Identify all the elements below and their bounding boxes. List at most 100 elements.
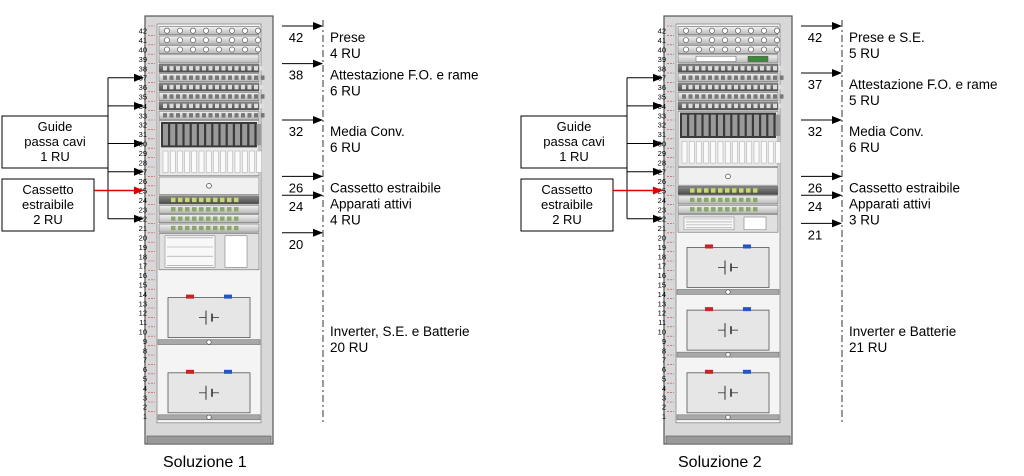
rack-unit-number: 32 — [658, 121, 666, 130]
patch-port-icon — [163, 84, 167, 90]
patch-port-icon — [760, 84, 764, 90]
switch-port-icon — [690, 207, 695, 212]
guide-box-text: passa cavi — [24, 134, 86, 149]
switch-port-icon — [213, 225, 218, 231]
patch-port-icon — [176, 75, 180, 80]
switch-port-icon — [739, 197, 744, 203]
switch-port-icon — [725, 207, 730, 212]
section-label: Inverter e Batterie — [849, 324, 956, 339]
outlet-socket-icon — [190, 27, 196, 34]
switch-port-icon — [753, 197, 758, 203]
outlet-socket-icon — [774, 27, 780, 34]
rack-unit-number: 21 — [139, 224, 147, 233]
outlet-socket-icon — [242, 37, 248, 43]
patch-port-icon — [241, 66, 245, 71]
section-label: 21 RU — [849, 340, 887, 355]
patch-port-icon — [215, 103, 219, 109]
patch-port-icon — [215, 113, 219, 118]
shelf-pin-icon — [725, 414, 731, 420]
patch-port-icon — [234, 84, 239, 90]
shelf-pin-icon — [725, 352, 731, 358]
battery-terminal-positive — [705, 244, 713, 249]
rack-unit-number: 6 — [143, 365, 147, 374]
rack-unit-number: 17 — [658, 262, 666, 271]
rack-unit-number: 15 — [658, 281, 666, 290]
switch-port-icon — [697, 188, 702, 193]
patch-port-icon — [721, 75, 725, 80]
battery-terminal-negative — [743, 307, 751, 312]
patch-port-icon — [195, 75, 200, 80]
rack-unit-number: 14 — [139, 290, 147, 299]
rack-unit-number: 8 — [143, 346, 147, 355]
outlet-socket-icon — [203, 37, 209, 43]
switch-port-icon — [192, 207, 197, 212]
boundary-unit-number: 32 — [289, 124, 303, 139]
media-converter-slot — [703, 141, 709, 164]
outlet-socket-icon — [164, 27, 170, 34]
switch-port-icon — [185, 207, 190, 212]
cassetto-estraibile-box — [1, 178, 95, 232]
outlet-socket-icon — [229, 46, 235, 53]
rack-unit-number: 33 — [139, 111, 147, 120]
guide-box-text: 1 RU — [40, 149, 70, 164]
patch-port-icon — [747, 94, 751, 99]
media-converter-card — [754, 114, 759, 136]
media-converter-slot — [227, 150, 234, 173]
outlet-socket-icon — [722, 27, 728, 34]
patch-port-icon — [228, 94, 232, 99]
media-converter-card — [739, 114, 745, 136]
media-converter-card — [199, 124, 204, 146]
switch-port-icon — [725, 197, 730, 203]
switch-port-icon — [220, 216, 225, 221]
rack-unit-number: 3 — [662, 393, 666, 402]
patch-port-icon — [163, 75, 167, 80]
media-converter-card — [710, 114, 716, 136]
patch-port-icon — [714, 103, 719, 109]
outlet-socket-icon — [696, 27, 702, 34]
switch-port-icon — [711, 197, 716, 203]
section-label: 3 RU — [849, 212, 880, 227]
patch-port-icon — [202, 75, 206, 80]
outlet-socket-icon — [761, 37, 767, 43]
switch-port-icon — [171, 197, 176, 203]
switch-port-icon — [213, 216, 218, 221]
outlet-socket-icon — [774, 46, 780, 53]
patch-port-icon — [260, 94, 265, 99]
patch-port-icon — [195, 113, 200, 118]
media-converter-slot — [761, 141, 767, 164]
rack-unit-number: 13 — [658, 299, 666, 308]
section-label: Prese e S.E. — [849, 30, 925, 45]
patch-port-icon — [221, 84, 226, 90]
patch-port-icon — [163, 113, 167, 118]
patch-port-icon — [189, 84, 193, 90]
rack-unit-number: 9 — [662, 337, 666, 346]
outlet-socket-icon — [216, 37, 222, 43]
outlet-socket-icon — [735, 27, 741, 34]
outlet-socket-icon — [242, 27, 248, 34]
patch-port-icon — [740, 66, 745, 71]
patch-port-icon — [176, 113, 180, 118]
switch-port-icon — [192, 216, 197, 221]
solution-2-group: 4241403938373635343332313029282726252423… — [520, 15, 998, 445]
switch-port-icon — [732, 188, 737, 193]
switch-port-icon — [178, 207, 183, 212]
rack-unit-number: 38 — [139, 64, 147, 73]
outlet-socket-icon — [748, 37, 754, 43]
section-label: Apparati attivi — [330, 196, 412, 211]
media-converter-slot — [717, 141, 724, 164]
boundary-unit-number: 38 — [289, 68, 303, 83]
rack-unit-number: 31 — [139, 130, 147, 139]
rack-unit-number: 28 — [139, 158, 147, 167]
outlet-socket-icon — [748, 27, 754, 34]
patch-port-icon — [747, 103, 751, 109]
rack-unit-number: 16 — [139, 271, 147, 280]
patch-port-icon — [228, 113, 232, 118]
patch-port-icon — [727, 103, 732, 109]
media-converter-slot — [184, 150, 190, 173]
cassetto-box-text: estraibile — [22, 197, 74, 212]
patch-port-icon — [753, 75, 758, 80]
patch-port-icon — [247, 94, 252, 99]
media-converter-card — [775, 114, 781, 136]
patch-port-icon — [753, 94, 758, 99]
battery-icon — [686, 309, 770, 351]
